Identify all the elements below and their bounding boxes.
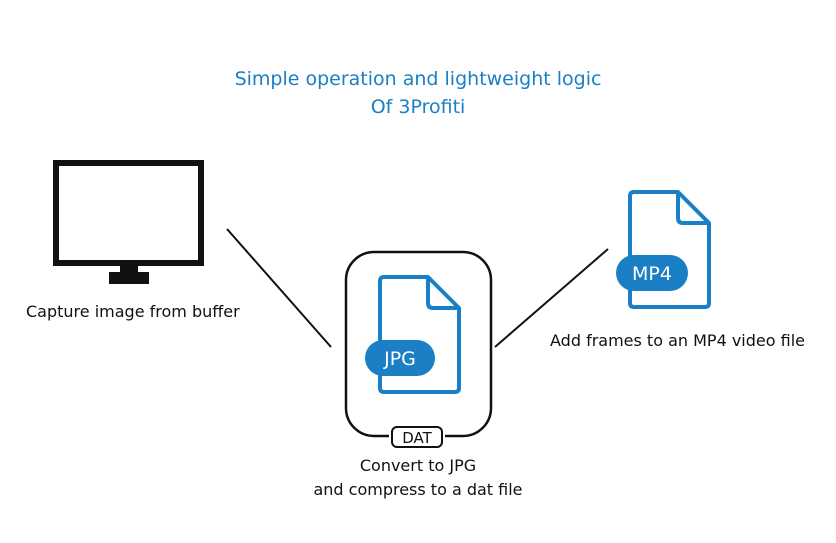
mp4-caption: Add frames to an MP4 video file — [550, 331, 805, 350]
capture-caption: Capture image from buffer — [26, 302, 240, 321]
dat-badge — [391, 426, 443, 448]
monitor-icon — [53, 160, 204, 284]
convert-caption-line1: Convert to JPG — [359, 456, 477, 475]
connector-line-left — [226, 228, 332, 348]
diagram-subtitle: Of 3Profiti — [370, 96, 466, 118]
convert-caption: Convert to JPG and compress to a dat fil… — [268, 454, 568, 502]
dat-label: DAT — [402, 429, 432, 447]
diagram-title: Simple operation and lightweight logic — [234, 68, 602, 90]
jpg-label: JPG — [383, 348, 416, 370]
dat-container: DAT — [344, 250, 493, 448]
jpg-file-icon: JPG — [365, 275, 461, 394]
convert-caption-line2: and compress to a dat file — [313, 480, 523, 499]
mp4-file-icon: MP4 — [616, 190, 711, 309]
mp4-label: MP4 — [632, 263, 672, 285]
connector-line-right — [494, 248, 609, 348]
